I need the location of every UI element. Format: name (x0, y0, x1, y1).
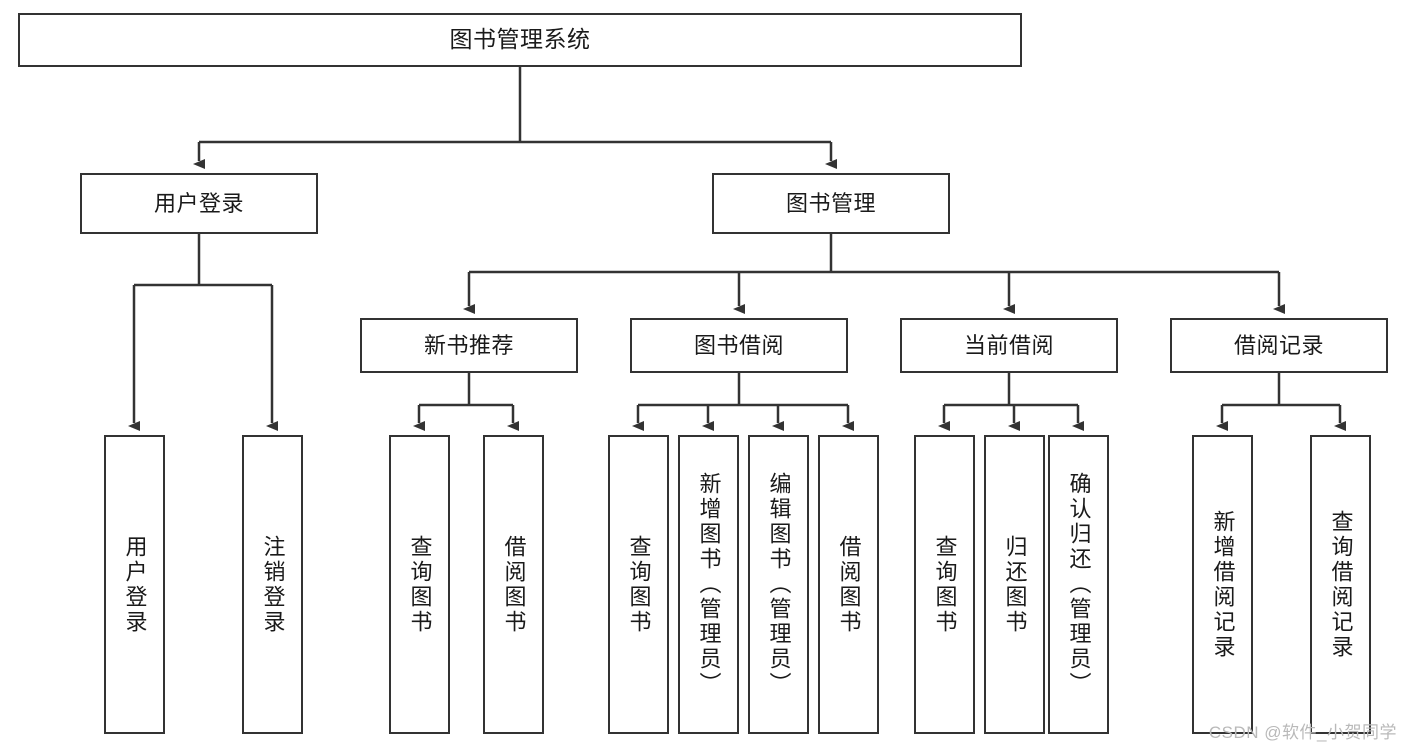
node-new-book-recommend[interactable]: 新书推荐 (360, 318, 578, 373)
node-leaf-logout-label: 注销登录 (260, 534, 286, 635)
node-book-borrow-label: 图书借阅 (693, 332, 784, 358)
node-leaf-query-book-1[interactable]: 查询图书 (389, 435, 450, 734)
node-current-borrow-label: 当前借阅 (963, 332, 1054, 358)
node-leaf-return-book[interactable]: 归还图书 (984, 435, 1045, 734)
node-book-borrow[interactable]: 图书借阅 (630, 318, 848, 373)
node-root-label: 图书管理系统 (449, 26, 591, 53)
node-new-book-recommend-label: 新书推荐 (423, 332, 514, 358)
node-leaf-borrow-book-1-label: 借阅图书 (501, 534, 527, 635)
node-user-login-label: 用户登录 (153, 190, 244, 216)
node-leaf-logout[interactable]: 注销登录 (242, 435, 303, 734)
node-leaf-user-login-label: 用户登录 (122, 534, 148, 635)
node-leaf-borrow-book-2[interactable]: 借阅图书 (818, 435, 879, 734)
node-borrow-record-label: 借阅记录 (1233, 332, 1324, 358)
node-borrow-record[interactable]: 借阅记录 (1170, 318, 1388, 373)
node-leaf-confirm-return-label: 确认归还（管理员） (1066, 472, 1092, 697)
node-leaf-add-record-label: 新增借阅记录 (1210, 509, 1236, 660)
node-root[interactable]: 图书管理系统 (18, 13, 1022, 67)
watermark-text: CSDN @软件_小贺同学 (1208, 723, 1397, 742)
node-user-login[interactable]: 用户登录 (80, 173, 318, 234)
node-leaf-query-book-3-label: 查询图书 (932, 534, 958, 635)
node-leaf-query-record-label: 查询借阅记录 (1328, 509, 1354, 660)
node-book-manage[interactable]: 图书管理 (712, 173, 950, 234)
node-leaf-edit-book-label: 编辑图书（管理员） (766, 472, 792, 697)
node-leaf-borrow-book-1[interactable]: 借阅图书 (483, 435, 544, 734)
node-leaf-query-book-3[interactable]: 查询图书 (914, 435, 975, 734)
node-leaf-add-book[interactable]: 新增图书（管理员） (678, 435, 739, 734)
node-leaf-query-book-2-label: 查询图书 (626, 534, 652, 635)
node-leaf-confirm-return[interactable]: 确认归还（管理员） (1048, 435, 1109, 734)
node-leaf-query-book-2[interactable]: 查询图书 (608, 435, 669, 734)
node-leaf-user-login[interactable]: 用户登录 (104, 435, 165, 734)
node-leaf-add-record[interactable]: 新增借阅记录 (1192, 435, 1253, 734)
node-leaf-query-record[interactable]: 查询借阅记录 (1310, 435, 1371, 734)
node-leaf-borrow-book-2-label: 借阅图书 (836, 534, 862, 635)
node-leaf-add-book-label: 新增图书（管理员） (696, 472, 722, 697)
node-current-borrow[interactable]: 当前借阅 (900, 318, 1118, 373)
node-leaf-edit-book[interactable]: 编辑图书（管理员） (748, 435, 809, 734)
node-book-manage-label: 图书管理 (785, 190, 876, 216)
node-leaf-return-book-label: 归还图书 (1002, 534, 1028, 635)
node-leaf-query-book-1-label: 查询图书 (407, 534, 433, 635)
